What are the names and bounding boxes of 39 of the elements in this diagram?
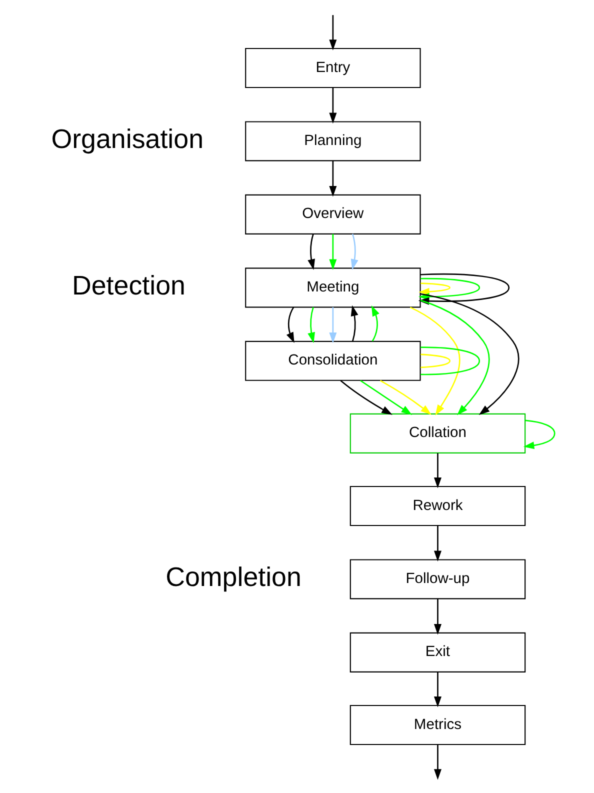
- arrow: [434, 672, 442, 708]
- arrow: [380, 380, 432, 415]
- node-box: Rework: [350, 486, 526, 526]
- label: Detection: [72, 270, 186, 300]
- arrow: [420, 293, 520, 416]
- label: Completion: [166, 562, 302, 592]
- arrow: [350, 305, 358, 342]
- node-box: Exit: [350, 632, 526, 672]
- connector: [420, 354, 450, 368]
- arrow: [286, 306, 294, 344]
- arrow: [434, 453, 442, 488]
- arrow: [350, 234, 358, 270]
- node-box: Metrics: [350, 704, 526, 746]
- node-box: Meeting: [245, 268, 421, 308]
- node-box: Consolidation: [245, 340, 421, 381]
- connector: [420, 346, 480, 376]
- arrow: [340, 380, 392, 415]
- node-box: Collation: [350, 413, 526, 454]
- arrow: [329, 307, 337, 344]
- arrow: [420, 300, 490, 416]
- node-box: Follow-up: [350, 559, 526, 600]
- arrow: [371, 305, 380, 342]
- arrow: [434, 598, 442, 635]
- arrow: [308, 234, 315, 270]
- arrow: [329, 234, 337, 270]
- node-box: Planning: [245, 121, 421, 162]
- arrow: [360, 380, 412, 415]
- arrow: [418, 282, 450, 296]
- arrow: [329, 15, 337, 50]
- node-box: Overview: [245, 194, 421, 234]
- arrow: [329, 88, 337, 124]
- arrow: [523, 420, 556, 450]
- arrow: [434, 526, 442, 562]
- arrow: [308, 307, 315, 344]
- arrow: [410, 306, 460, 416]
- arrow: [434, 745, 442, 780]
- arrow: [329, 160, 337, 197]
- node-box: Entry: [245, 48, 421, 88]
- label: Organisation: [51, 124, 204, 154]
